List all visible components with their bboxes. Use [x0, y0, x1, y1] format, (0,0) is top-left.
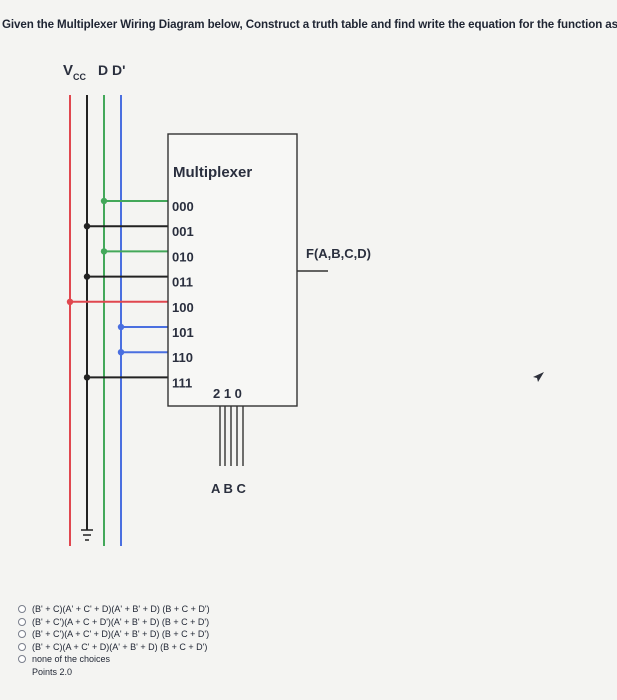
- radio-button-icon[interactable]: [18, 605, 26, 614]
- input-label-111: 111: [172, 375, 192, 390]
- answer-choice-0[interactable]: (B' + C)(A' + C' + D)(A' + B' + D) (B + …: [18, 603, 210, 616]
- answer-choice-2[interactable]: (B' + C')(A + C' + D)(A' + B' + D) (B + …: [18, 628, 210, 641]
- answer-choice-text: (B' + C')(A + C + D')(A' + B' + D) (B + …: [32, 616, 210, 627]
- answer-choices: (B' + C)(A' + C' + D)(A' + B' + D) (B + …: [18, 603, 210, 666]
- junction-dot-100: [66, 298, 74, 305]
- answer-choice-3[interactable]: (B' + C)(A + C' + D)(A' + B' + D) (B + C…: [18, 641, 210, 654]
- question-text: Given the Multiplexer Wiring Diagram bel…: [2, 18, 617, 31]
- radio-button-icon[interactable]: [18, 642, 26, 651]
- input-label-000: 000: [172, 199, 194, 214]
- answer-choice-text: none of the choices: [32, 654, 111, 665]
- multiplexer-title: Multiplexer: [173, 164, 252, 181]
- radio-button-icon[interactable]: [18, 655, 26, 664]
- d-prime-label: D': [112, 62, 125, 78]
- junction-dot-001: [83, 223, 91, 230]
- junction-dot-010: [100, 248, 108, 255]
- input-label-100: 100: [172, 300, 194, 315]
- answer-choice-text: (B' + C')(A + C' + D)(A' + B' + D) (B + …: [32, 629, 210, 640]
- input-label-101: 101: [172, 325, 194, 340]
- input-label-001: 001: [172, 224, 194, 239]
- vcc-subscript: CC: [73, 72, 86, 82]
- junction-dot-111: [83, 374, 91, 381]
- input-labels: 000 001 010 011 100 101 110 111: [172, 199, 194, 390]
- junction-dot-110: [117, 349, 125, 356]
- input-label-010: 010: [172, 249, 194, 264]
- output-label: F(A,B,C,D): [306, 246, 371, 261]
- junction-dot-000: [100, 197, 108, 205]
- radio-button-icon[interactable]: [18, 617, 26, 626]
- answer-choice-1[interactable]: (B' + C')(A + C + D')(A' + B' + D) (B + …: [18, 616, 210, 629]
- junction-dot-101: [117, 323, 125, 331]
- select-inputs-label: A B C: [211, 481, 247, 496]
- multiplexer-box: [167, 133, 298, 407]
- answer-choice-4[interactable]: none of the choices: [18, 653, 210, 666]
- answer-choice-text: (B' + C)(A + C' + D)(A' + B' + D) (B + C…: [32, 641, 208, 652]
- radio-button-icon[interactable]: [18, 630, 26, 639]
- input-label-011: 011: [172, 275, 193, 290]
- input-wires: [66, 197, 170, 381]
- d-label: D: [98, 62, 108, 78]
- vcc-label: V: [63, 62, 73, 79]
- points-label: Points 2.0: [32, 667, 73, 677]
- junction-dot-011: [83, 273, 91, 280]
- select-label: 2 1 0: [213, 386, 242, 401]
- mouse-cursor-icon: [533, 372, 544, 382]
- input-label-110: 110: [172, 350, 193, 365]
- answer-choice-text: (B' + C)(A' + C' + D)(A' + B' + D) (B + …: [32, 604, 210, 615]
